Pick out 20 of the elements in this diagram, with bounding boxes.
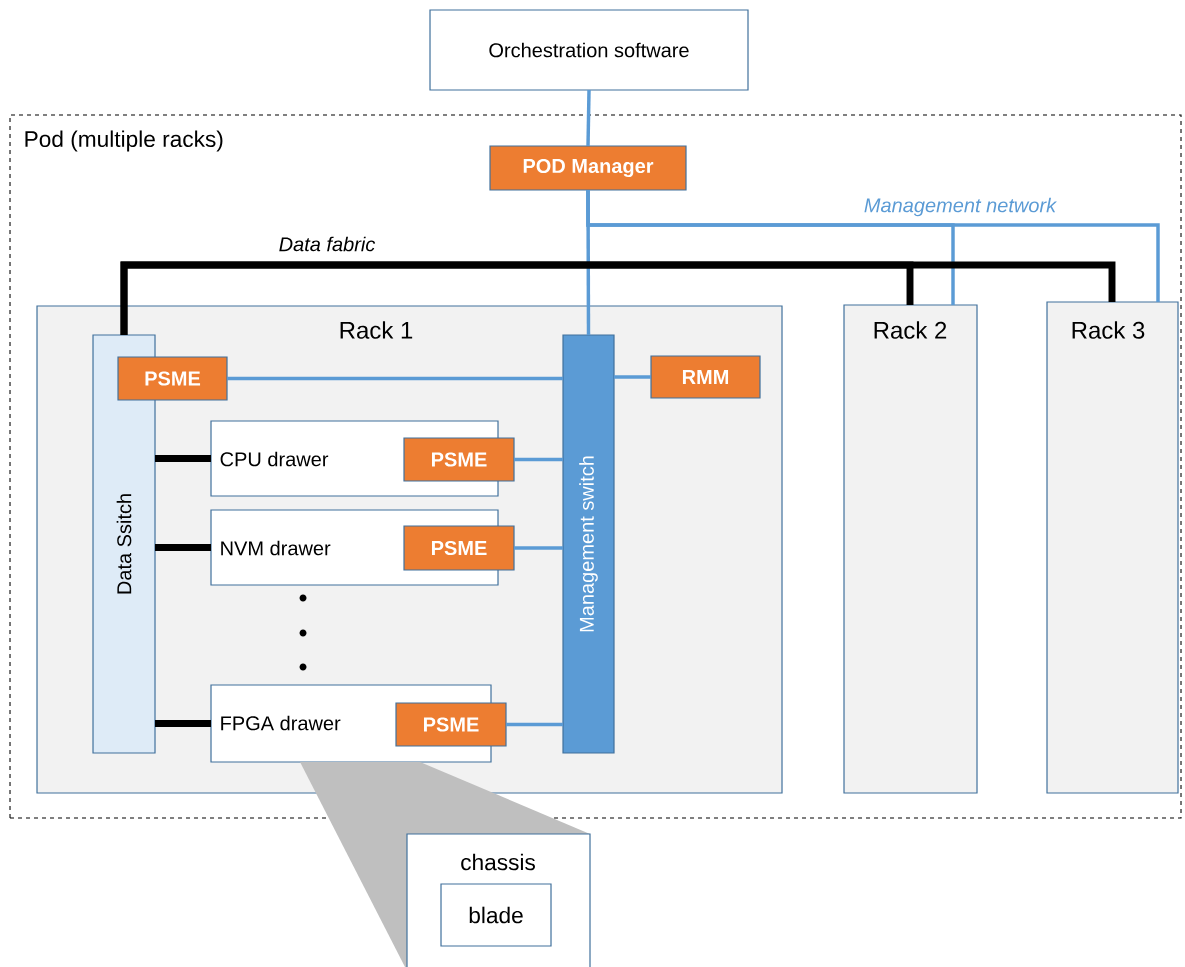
rack-box: Rack 3 (1046, 301, 1179, 794)
blade-box: blade (440, 883, 552, 947)
connector-line (506, 722, 563, 727)
connector-line (586, 190, 1160, 302)
connector-line (227, 376, 563, 381)
rmm-box: RMM (650, 355, 761, 399)
psme-box: PSME (117, 356, 228, 401)
rack-box: Rack 2 (843, 304, 978, 794)
orchestration-box: Orchestration software (429, 9, 749, 91)
psme-box: PSME (395, 702, 507, 747)
psme-box: PSME (403, 525, 515, 571)
edge-label: Data fabric (279, 236, 376, 252)
manager-box: POD Manager (489, 145, 687, 191)
connector-line (586, 89, 591, 147)
management-switch-bar: Management switch (562, 334, 615, 754)
connector-line (614, 375, 651, 379)
connector-line (514, 546, 563, 550)
edge-label: Management network (864, 197, 1057, 217)
psme-box: PSME (403, 437, 515, 482)
connector-line (514, 457, 563, 462)
